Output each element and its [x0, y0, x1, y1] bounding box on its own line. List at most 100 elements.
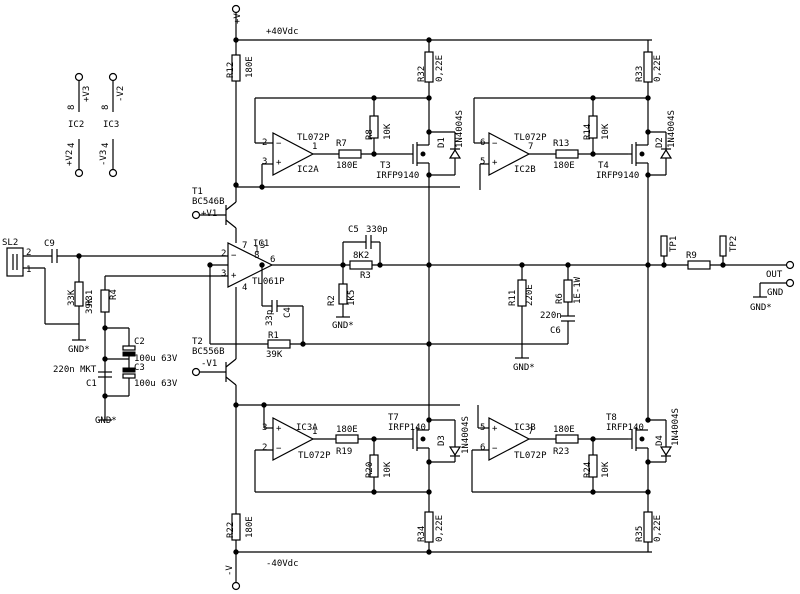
svg-text:100u 63V: 100u 63V	[134, 354, 178, 364]
svg-text:R12: R12	[226, 62, 236, 78]
capacitor-c5: C5 330p	[342, 225, 388, 265]
svg-text:SL2: SL2	[2, 238, 18, 248]
svg-text:180E: 180E	[553, 425, 575, 435]
transistor-t2: T2 BC556B -V1	[191, 287, 237, 405]
svg-text:T1: T1	[192, 187, 203, 197]
svg-text:180E: 180E	[336, 425, 358, 435]
ic3-supply: -V2 8 IC3 4 -V3	[99, 72, 126, 178]
junction-dots	[76, 37, 726, 555]
rail-v-top-label: +V	[233, 13, 243, 24]
capacitor-c3: C3 100u 63V	[122, 363, 178, 389]
svg-text:T4: T4	[598, 161, 609, 171]
svg-text:R8: R8	[365, 129, 375, 140]
opamp-ic3b: 5 6 +− 7 IC3B TL072P	[480, 417, 547, 461]
resistor-r14: R14 10K	[583, 98, 611, 154]
rail-pos-label: +40Vdc	[266, 27, 299, 37]
svg-text:−: −	[492, 139, 498, 149]
svg-text:0,22E: 0,22E	[653, 55, 663, 82]
capacitor-c9: C9	[44, 239, 58, 263]
svg-text:330p: 330p	[366, 225, 388, 235]
svg-text:1: 1	[254, 245, 259, 255]
svg-text:4: 4	[101, 143, 111, 148]
resistor-r3: 8K2 R3	[349, 251, 373, 281]
svg-text:D1: D1	[437, 137, 447, 148]
svg-text:IRFP9140: IRFP9140	[376, 171, 419, 181]
svg-text:−: −	[231, 251, 237, 261]
svg-text:R14: R14	[583, 124, 593, 140]
svg-text:10K: 10K	[383, 461, 393, 478]
svg-text:5: 5	[260, 241, 265, 251]
opamp-ic1: 2 3 −+ 7 4 8 1 5 6 IC1 TL061P	[221, 239, 285, 293]
svg-text:-V3: -V3	[99, 150, 109, 166]
capacitor-c6: 220n C6	[429, 311, 575, 345]
svg-text:TP2: TP2	[729, 236, 739, 252]
mosfet-t8: T8 IRFP140	[606, 413, 649, 462]
svg-text:TL061P: TL061P	[252, 277, 285, 287]
svg-text:+: +	[276, 424, 282, 434]
svg-text:IC2: IC2	[68, 120, 84, 130]
svg-text:0,22E: 0,22E	[435, 55, 445, 82]
diode-d3: D3 1N4004S	[429, 416, 471, 462]
svg-text:10K: 10K	[383, 123, 393, 140]
svg-text:GND: GND	[767, 288, 783, 298]
svg-text:2: 2	[26, 248, 31, 258]
svg-text:7: 7	[528, 427, 533, 437]
svg-text:180E: 180E	[553, 161, 575, 171]
svg-text:+: +	[492, 424, 498, 434]
capacitor-c4: 33p C4	[261, 265, 304, 344]
resistor-r22: R22 180E	[226, 513, 255, 541]
svg-text:IC3: IC3	[103, 120, 119, 130]
svg-text:R22: R22	[226, 522, 236, 538]
svg-text:2: 2	[262, 443, 267, 453]
svg-text:R34: R34	[417, 526, 427, 542]
svg-text:R4: R4	[109, 289, 119, 300]
svg-text:1: 1	[26, 265, 31, 275]
svg-text:C3: C3	[134, 363, 145, 373]
svg-text:220n: 220n	[540, 311, 562, 321]
svg-text:OUT: OUT	[766, 270, 783, 280]
svg-text:TL072P: TL072P	[514, 451, 547, 461]
svg-text:220n MKT: 220n MKT	[53, 365, 97, 375]
svg-text:1N4004S: 1N4004S	[671, 408, 681, 446]
svg-text:TL072P: TL072P	[514, 133, 547, 143]
svg-text:−: −	[276, 444, 282, 454]
svg-text:IC2B: IC2B	[514, 165, 536, 175]
svg-text:GND*: GND*	[513, 363, 535, 373]
svg-text:−: −	[276, 139, 282, 149]
svg-text:8: 8	[67, 105, 77, 110]
connector-sl2: SL2 2 1	[2, 238, 31, 277]
mosfet-t3: T3 IRFP9140	[376, 132, 430, 181]
svg-text:+V3: +V3	[82, 86, 92, 102]
svg-text:+: +	[492, 158, 498, 168]
resistor-r24: R24 10K	[583, 439, 611, 492]
svg-text:R1: R1	[268, 331, 279, 341]
svg-text:+V1: +V1	[201, 209, 217, 219]
gnd-terminal: GND GND*	[750, 278, 795, 313]
svg-text:R13: R13	[553, 139, 569, 149]
svg-text:R33: R33	[635, 66, 645, 82]
resistor-r34: R34 0,22E	[417, 462, 445, 552]
resistor-r12: R12 180E	[226, 54, 255, 82]
svg-text:4: 4	[242, 283, 247, 293]
svg-text:4: 4	[67, 143, 77, 148]
svg-text:1N4004S: 1N4004S	[455, 110, 465, 148]
resistor-r11: R11 220E GND*	[508, 265, 535, 373]
svg-text:0,22E: 0,22E	[435, 515, 445, 542]
svg-text:8K2: 8K2	[353, 251, 369, 261]
svg-text:−: −	[492, 444, 498, 454]
svg-text:R24: R24	[583, 462, 593, 478]
mosfet-t7: T7 IRFP140	[388, 413, 430, 462]
capacitor-c1: 220n MKT C1	[53, 365, 112, 389]
svg-text:-V1: -V1	[201, 359, 217, 369]
svg-text:8: 8	[254, 251, 259, 261]
svg-text:D2: D2	[655, 137, 665, 148]
svg-text:R31: R31	[85, 290, 95, 306]
testpoint-tp2: TP2	[719, 235, 739, 265]
svg-text:D3: D3	[437, 435, 447, 446]
resistor-r6: R6 1E-1W	[555, 265, 583, 316]
svg-text:39K: 39K	[266, 350, 283, 360]
svg-text:3: 3	[262, 157, 267, 167]
svg-text:GND*: GND*	[750, 303, 772, 313]
svg-text:TP1: TP1	[669, 236, 679, 252]
